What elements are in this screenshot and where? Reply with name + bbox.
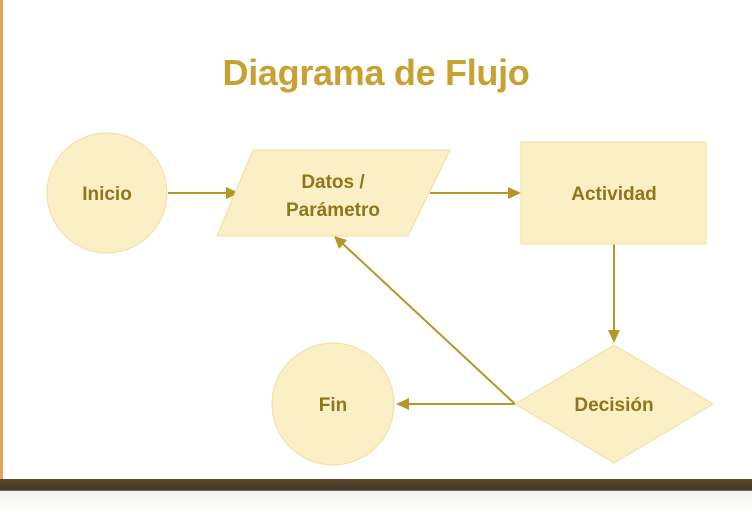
node-fin: Fin <box>271 342 395 466</box>
node-inicio: Inicio <box>46 132 168 254</box>
actividad-rectangle <box>520 141 707 245</box>
decision-label: Decisión <box>574 395 653 416</box>
inicio-circle <box>46 132 168 254</box>
arrowhead-decision-to-fin <box>396 398 409 410</box>
node-decision: Decisión <box>514 344 714 464</box>
fin-label: Fin <box>319 395 348 416</box>
arrowhead-actividad-to-decision <box>608 330 620 343</box>
fin-circle <box>271 342 395 466</box>
actividad-label: Actividad <box>571 184 657 205</box>
node-actividad: Actividad <box>520 141 707 245</box>
bottom-band <box>0 479 752 512</box>
arrowhead-decision-to-datos <box>334 236 347 249</box>
inicio-label: Inicio <box>82 184 132 205</box>
edge-decision-to-datos <box>342 243 516 405</box>
arrowhead-inicio-to-datos <box>226 187 239 199</box>
datos-label-line1: Datos / <box>301 172 365 193</box>
diagram-title: Diagrama de Flujo <box>222 52 530 93</box>
node-datos: Datos / Parámetro <box>216 149 451 237</box>
left-accent-bar <box>0 0 3 512</box>
datos-label-line2: Parámetro <box>286 200 380 221</box>
datos-parallelogram <box>216 149 451 237</box>
flowchart-edges <box>168 187 620 410</box>
arrowhead-datos-to-actividad <box>508 187 521 199</box>
decision-diamond <box>514 344 714 464</box>
